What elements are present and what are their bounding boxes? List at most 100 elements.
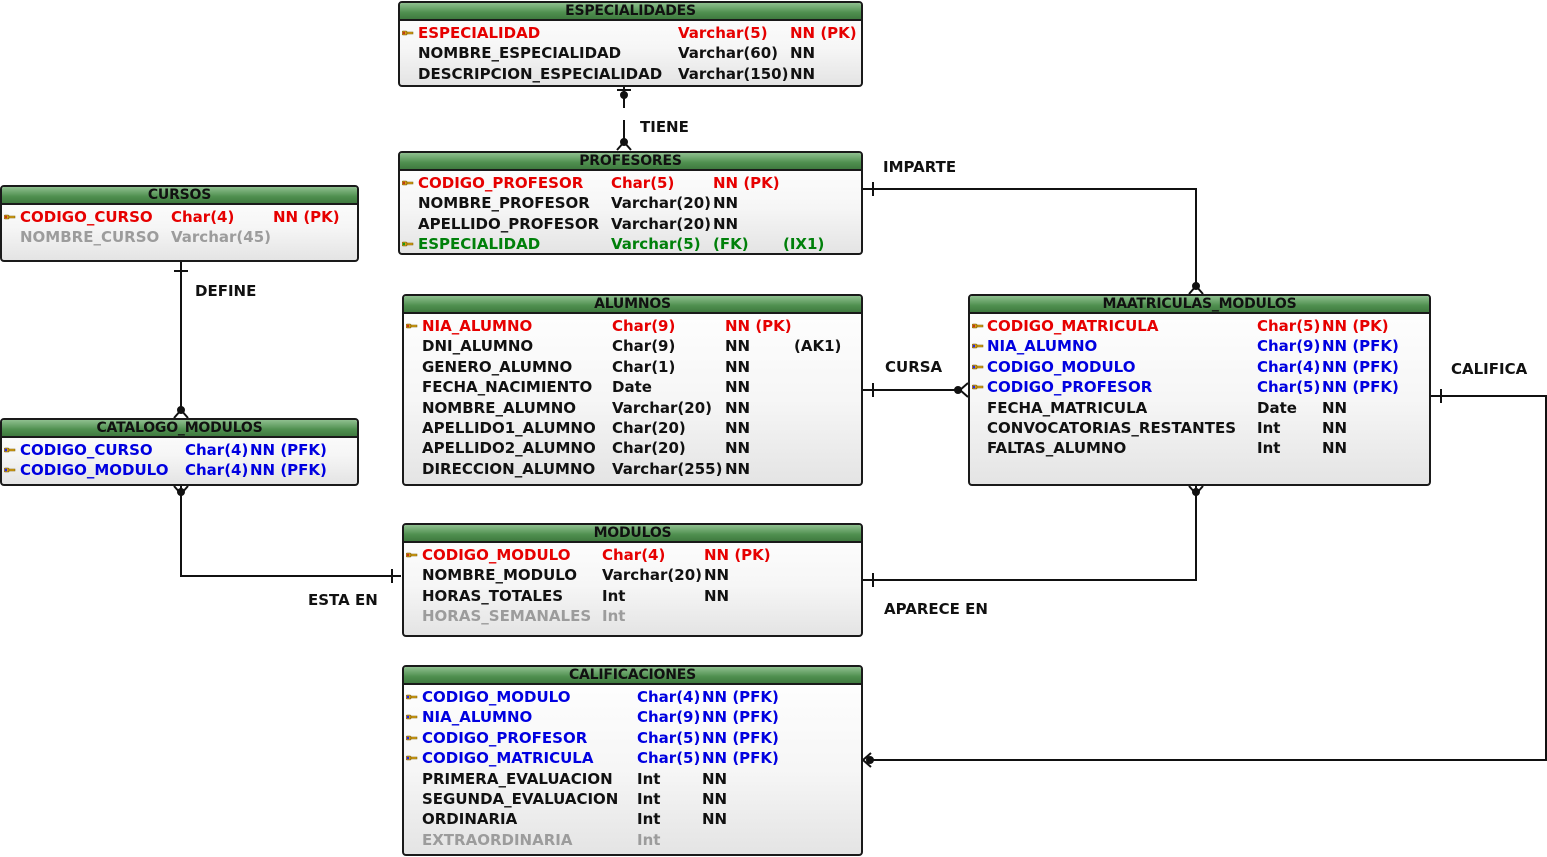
attribute-name: CODIGO_PROFESOR <box>418 174 584 192</box>
attribute-type: Char(4) <box>185 461 249 480</box>
attribute-type: Date <box>1257 398 1297 417</box>
attribute-row[interactable]: NOMBRE_CURSO Varchar(45) <box>2 227 357 247</box>
attribute-type: Varchar(20) <box>611 194 711 213</box>
attribute-name: CODIGO_CURSO <box>20 208 153 226</box>
attribute-type: Char(9) <box>612 337 676 356</box>
attribute-name: CODIGO_MODULO <box>422 546 571 564</box>
attribute-constraint: NN <box>713 214 739 233</box>
attribute-type: Char(4) <box>185 441 249 459</box>
attribute-type: Varchar(20) <box>611 214 711 233</box>
attribute-constraint: NN <box>725 378 751 397</box>
attribute-type: Char(4) <box>602 546 666 564</box>
attribute-row[interactable]: CODIGO_MODULO Char(4) NN (PK) <box>404 545 861 565</box>
attribute-constraint: (FK) <box>713 235 749 254</box>
attribute-name: GENERO_ALUMNO <box>422 357 573 376</box>
attribute-constraint: NN (PFK) <box>702 728 779 747</box>
attribute-constraint: NN (PK) <box>725 317 792 335</box>
attribute-type: Char(4) <box>637 688 701 706</box>
rel-label-aparece-en: APARECE EN <box>884 600 988 618</box>
entity-calificaciones[interactable]: CALIFICACIONES CODIGO_MODULO Char(4) NN (P… <box>402 665 863 856</box>
attribute-name: PRIMERA_EVALUACION <box>422 769 613 788</box>
attribute-type: Varchar(20) <box>612 398 712 417</box>
entity-title: CALIFICACIONES <box>404 667 861 685</box>
rel-label-imparte: IMPARTE <box>883 158 957 176</box>
attribute-constraint: NN <box>725 398 751 417</box>
attribute-name: ORDINARIA <box>422 810 518 829</box>
attribute-row[interactable]: NOMBRE_ALUMNO Varchar(20) NN <box>404 398 861 418</box>
attribute-name: CODIGO_MODULO <box>422 688 571 706</box>
attribute-constraint: NN <box>725 357 751 376</box>
attribute-type: Int <box>1257 418 1281 437</box>
attribute-constraint: NN (PK) <box>273 208 340 226</box>
attribute-name: DNI_ALUMNO <box>422 337 534 356</box>
tiene-end-top <box>620 91 628 99</box>
esta-en-line <box>180 486 401 577</box>
attribute-constraint: NN (PFK) <box>250 441 327 459</box>
entity-title: CURSOS <box>2 187 357 205</box>
califica-line <box>870 395 1547 761</box>
attribute-name: CODIGO_MATRICULA <box>987 317 1159 335</box>
attribute-constraint: NN <box>790 64 816 83</box>
attribute-constraint: NN (PFK) <box>702 749 779 768</box>
attribute-name: NOMBRE_CURSO <box>20 228 160 247</box>
attribute-type: Char(9) <box>637 708 701 727</box>
rel-label-cursa: CURSA <box>885 358 943 376</box>
rel-label-define: DEFINE <box>195 282 257 300</box>
attribute-type: Varchar(45) <box>171 228 271 247</box>
attribute-name: NOMBRE_ALUMNO <box>422 398 577 417</box>
attribute-name: FECHA_MATRICULA <box>987 398 1148 417</box>
attribute-constraint: NN (PK) <box>704 546 771 564</box>
attribute-type: Int <box>637 810 661 829</box>
attribute-name: CODIGO_MODULO <box>20 461 169 480</box>
attribute-name: HORAS_TOTALES <box>422 586 564 605</box>
attribute-type: Varchar(5) <box>678 24 768 42</box>
attribute-type: Varchar(60) <box>678 44 778 63</box>
attribute-constraint: NN <box>725 337 751 356</box>
attribute-name: NOMBRE_PROFESOR <box>418 194 590 213</box>
attribute-type: Int <box>602 607 626 626</box>
attribute-name: ESPECIALIDAD <box>418 24 541 42</box>
